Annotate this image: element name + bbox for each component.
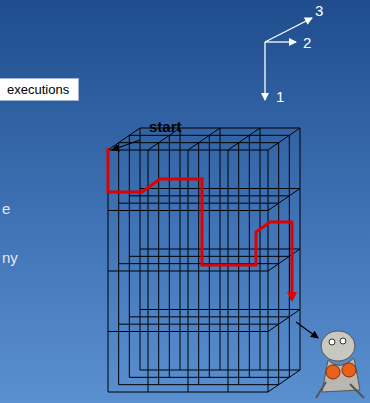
grid-line xyxy=(268,370,300,392)
grid-line xyxy=(140,309,300,310)
cartoon-character xyxy=(316,331,364,398)
grid-line xyxy=(108,128,140,150)
grid-line xyxy=(188,128,220,150)
grid-line xyxy=(268,128,300,150)
grid-line xyxy=(249,135,250,377)
grid-line xyxy=(108,331,268,332)
start-pointer xyxy=(112,140,140,150)
grid-line xyxy=(119,384,279,385)
character-pointer xyxy=(296,322,318,338)
grid-line xyxy=(108,392,268,393)
axis-number: 2 xyxy=(303,34,311,51)
grid-line xyxy=(140,249,300,250)
grid-line xyxy=(108,271,268,272)
grid-line xyxy=(129,316,289,317)
grid-line xyxy=(268,249,300,271)
cropped-text: ny xyxy=(2,249,18,266)
axis-arrows xyxy=(265,18,312,100)
cropped-text: e xyxy=(2,200,10,217)
axis-number: 1 xyxy=(276,88,284,105)
box-text: executions xyxy=(7,82,70,98)
grid-line xyxy=(268,310,300,332)
execution-path xyxy=(108,148,292,300)
text-box: executions xyxy=(0,78,79,101)
axis-number: 3 xyxy=(315,2,323,19)
grid-line xyxy=(140,370,300,371)
cube-grid xyxy=(108,128,300,392)
start-label: start xyxy=(149,118,182,135)
grid-line xyxy=(268,189,300,211)
grid-line xyxy=(129,377,289,378)
grid-line xyxy=(228,150,229,392)
grid-line xyxy=(228,128,260,150)
grid-line xyxy=(119,324,279,325)
grid-line xyxy=(260,128,261,370)
grid-line xyxy=(129,256,289,257)
